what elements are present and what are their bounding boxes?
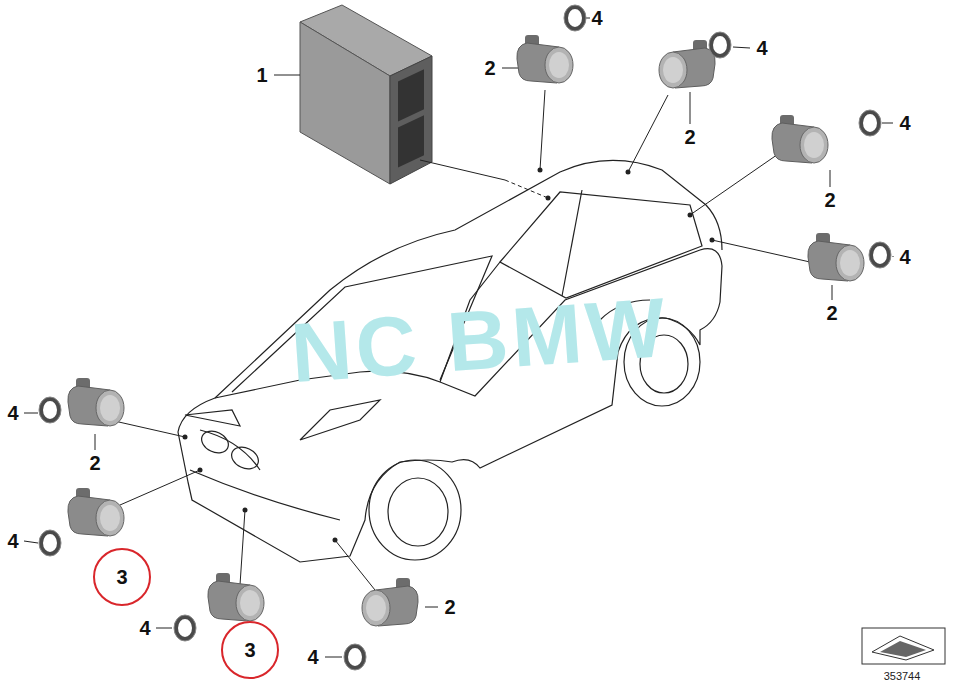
callout-number: 2 — [89, 453, 100, 473]
callout-number: 2 — [444, 597, 455, 617]
control-unit — [300, 5, 432, 184]
callout-number: 1 — [256, 65, 267, 85]
sensor-location — [183, 168, 715, 543]
callout-number: 2 — [684, 127, 695, 147]
figure-icon — [862, 628, 945, 664]
pdc-sensor — [68, 35, 864, 626]
callout-number: 4 — [307, 647, 318, 667]
callout-number: 4 — [7, 531, 18, 551]
callout-number: 4 — [899, 113, 910, 133]
car-outline — [178, 160, 722, 562]
figure-number: 353744 — [884, 671, 921, 682]
callout-number: 2 — [824, 190, 835, 210]
callout-number: 4 — [7, 403, 18, 423]
callout-number: 2 — [826, 303, 837, 323]
callout-number: 4 — [139, 618, 150, 638]
callout-number: 4 — [756, 38, 767, 58]
callout-circle: 3 — [221, 621, 279, 679]
callout-number: 2 — [484, 58, 495, 78]
leader-line — [24, 18, 893, 657]
callout-number: 4 — [899, 247, 910, 267]
callout-number: 4 — [591, 8, 602, 28]
sensor-ring — [39, 5, 891, 670]
watermark: NC BMW — [288, 285, 672, 395]
callout-number: 3 — [244, 640, 255, 660]
callout-number: 3 — [116, 567, 127, 587]
callout-circle: 3 — [93, 548, 151, 606]
